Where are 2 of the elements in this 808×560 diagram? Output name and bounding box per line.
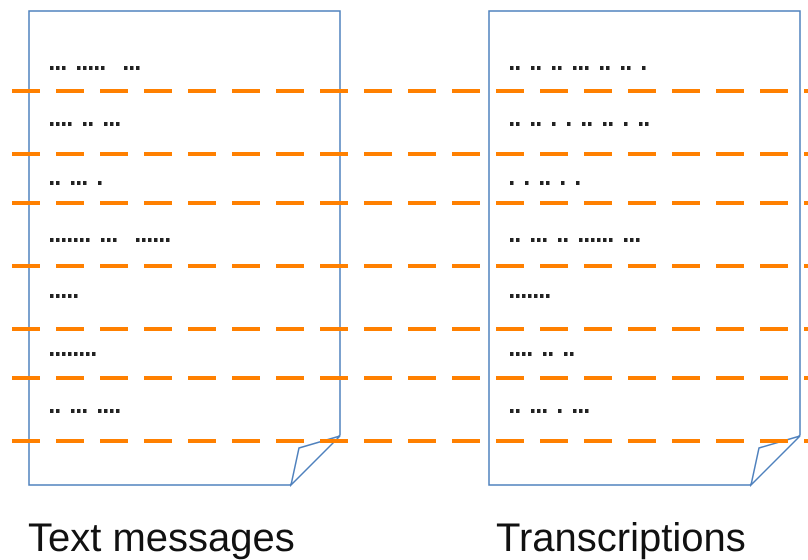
document-caption: Transcriptions: [496, 515, 746, 560]
document-caption: Text messages: [28, 515, 295, 560]
